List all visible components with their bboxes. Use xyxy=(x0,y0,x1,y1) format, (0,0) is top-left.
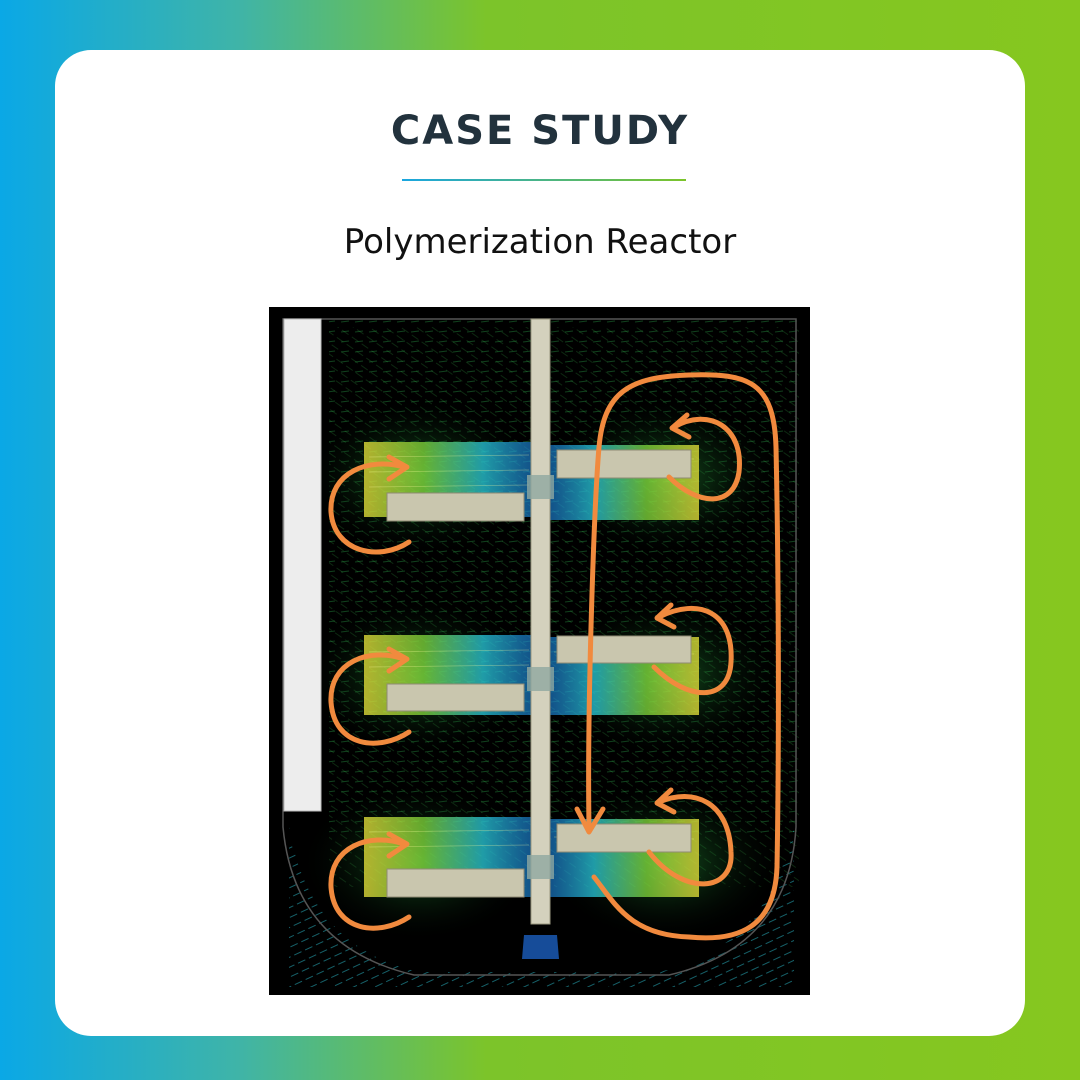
case-study-heading: CASE STUDY xyxy=(390,108,690,154)
circulation-arrows xyxy=(328,372,781,941)
reactor-flow-image xyxy=(269,307,810,995)
heading-divider xyxy=(402,179,686,181)
baffle xyxy=(283,318,322,812)
impeller-shaft xyxy=(530,318,551,925)
impeller-blades xyxy=(386,449,692,898)
tank-wall xyxy=(282,318,797,976)
case-study-subtitle: Polymerization Reactor xyxy=(343,222,737,262)
